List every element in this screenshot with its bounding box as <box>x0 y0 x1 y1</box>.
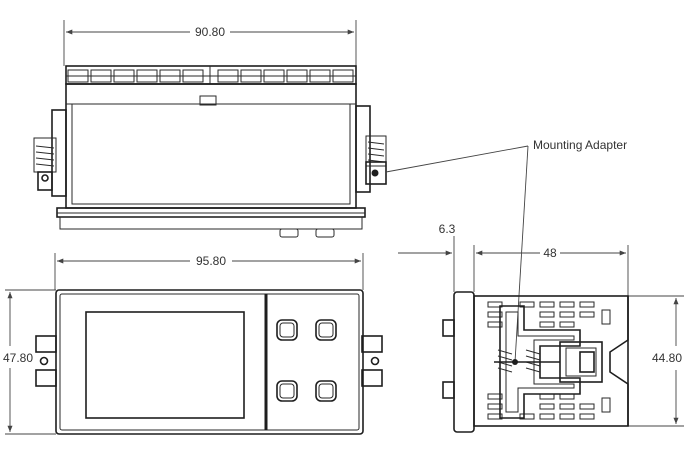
side-clip-mechanism <box>494 305 603 419</box>
mounting-adapter-label: Mounting Adapter <box>533 138 627 152</box>
terminal-block-row <box>65 65 357 85</box>
front-button-1[interactable] <box>276 319 298 341</box>
dimension-label-front-width: 95.80 <box>196 254 226 268</box>
dimension-top-width: 90.80 <box>63 20 357 66</box>
front-button-3[interactable] <box>276 380 298 402</box>
dimension-side-flange: 6.3 <box>398 222 490 292</box>
display-screen <box>85 311 245 419</box>
dimension-label-front-height: 47.80 <box>3 351 33 365</box>
front-lugs-right <box>361 335 383 387</box>
side-view: 6.3 48 44.80 <box>398 222 684 433</box>
side-vents-top <box>487 301 611 328</box>
front-view: 95.80 47.80 <box>3 253 383 435</box>
dimension-label-side-flange: 6.3 <box>439 222 456 236</box>
side-body <box>473 295 629 427</box>
dimension-front-width: 95.80 <box>54 253 364 290</box>
front-button-2[interactable] <box>315 319 337 341</box>
mounting-adapter-right-top <box>355 105 387 193</box>
mounting-adapter-callout: Mounting Adapter <box>385 138 627 365</box>
front-button-4[interactable] <box>315 380 337 402</box>
mounting-adapter-left-top <box>33 109 67 197</box>
top-view: 90.80 <box>33 20 627 365</box>
dimension-front-height: 47.80 <box>3 289 56 435</box>
front-lugs-left <box>35 335 57 387</box>
housing-top <box>65 83 357 209</box>
dimension-label-side-depth: 48 <box>543 246 557 260</box>
dimension-side-height: 44.80 <box>628 295 684 427</box>
front-bezel <box>55 289 364 435</box>
dimension-side-depth: 48 <box>476 245 629 296</box>
dimension-label-side-height: 44.80 <box>652 351 682 365</box>
side-flange <box>453 291 475 433</box>
dimension-label-top-width: 90.80 <box>195 25 225 39</box>
